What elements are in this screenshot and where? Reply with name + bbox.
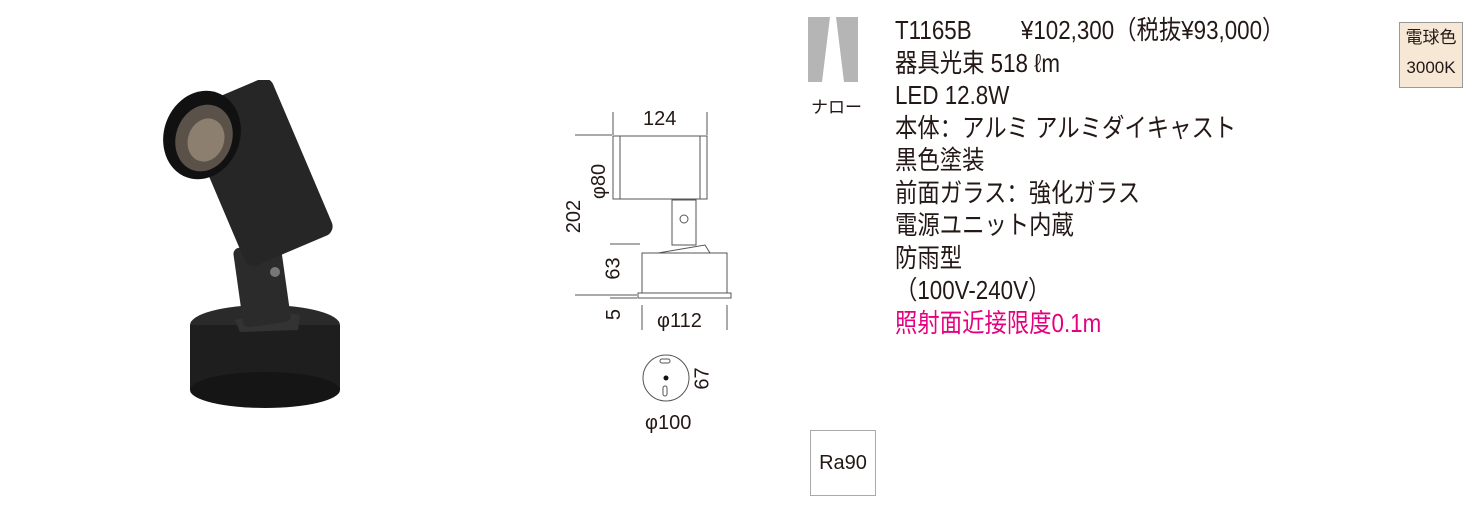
dim-height: 202 [563, 199, 586, 234]
ra-badge: Ra90 [810, 430, 876, 496]
spotlight-photo [163, 80, 340, 408]
spec-rainproof: 防雨型 [895, 242, 963, 273]
spec-lumen: 器具光束 518 ℓm [895, 47, 1061, 78]
spec-list: T1165B ¥102,300（税抜¥93,000） 器具光束 518 ℓm L… [895, 14, 1284, 339]
dim-mount-pitch: 67 [691, 367, 714, 390]
color-temp-badge: 電球色 3000K [1399, 22, 1463, 88]
title-row: T1165B ¥102,300（税抜¥93,000） [895, 14, 1284, 47]
price-ex-tax: （税抜¥93,000） [1114, 15, 1285, 45]
spec-body: 本体：アルミ アルミダイキャスト [895, 112, 1237, 143]
dim-base-dia: φ112 [657, 310, 702, 332]
spec-glass: 前面ガラス：強化ガラス [895, 177, 1141, 208]
dimension-drawing [575, 112, 732, 402]
dim-width: 124 [643, 108, 677, 130]
spec-led: LED 12.8W [895, 80, 1010, 110]
spec-power: 電源ユニット内蔵 [895, 210, 1074, 240]
dim-plate: 5 [603, 308, 626, 321]
price: ¥102,300 [1020, 15, 1115, 45]
narrow-beam-icon [808, 17, 858, 82]
color-temp: 3000K [1406, 58, 1456, 77]
model-number: T1165B [895, 15, 972, 45]
dim-base-height: 63 [602, 257, 625, 280]
spec-voltage: （100V-240V） [895, 275, 1051, 305]
dim-head-dia: φ80 [588, 163, 611, 200]
proximity-note: 照射面近接限度0.1m [895, 307, 1102, 338]
color-name: 電球色 [1405, 28, 1457, 47]
dim-mount-dia: φ100 [645, 412, 692, 434]
spec-finish: 黒色塗装 [895, 145, 985, 175]
beam-label: ナロー [811, 98, 862, 117]
